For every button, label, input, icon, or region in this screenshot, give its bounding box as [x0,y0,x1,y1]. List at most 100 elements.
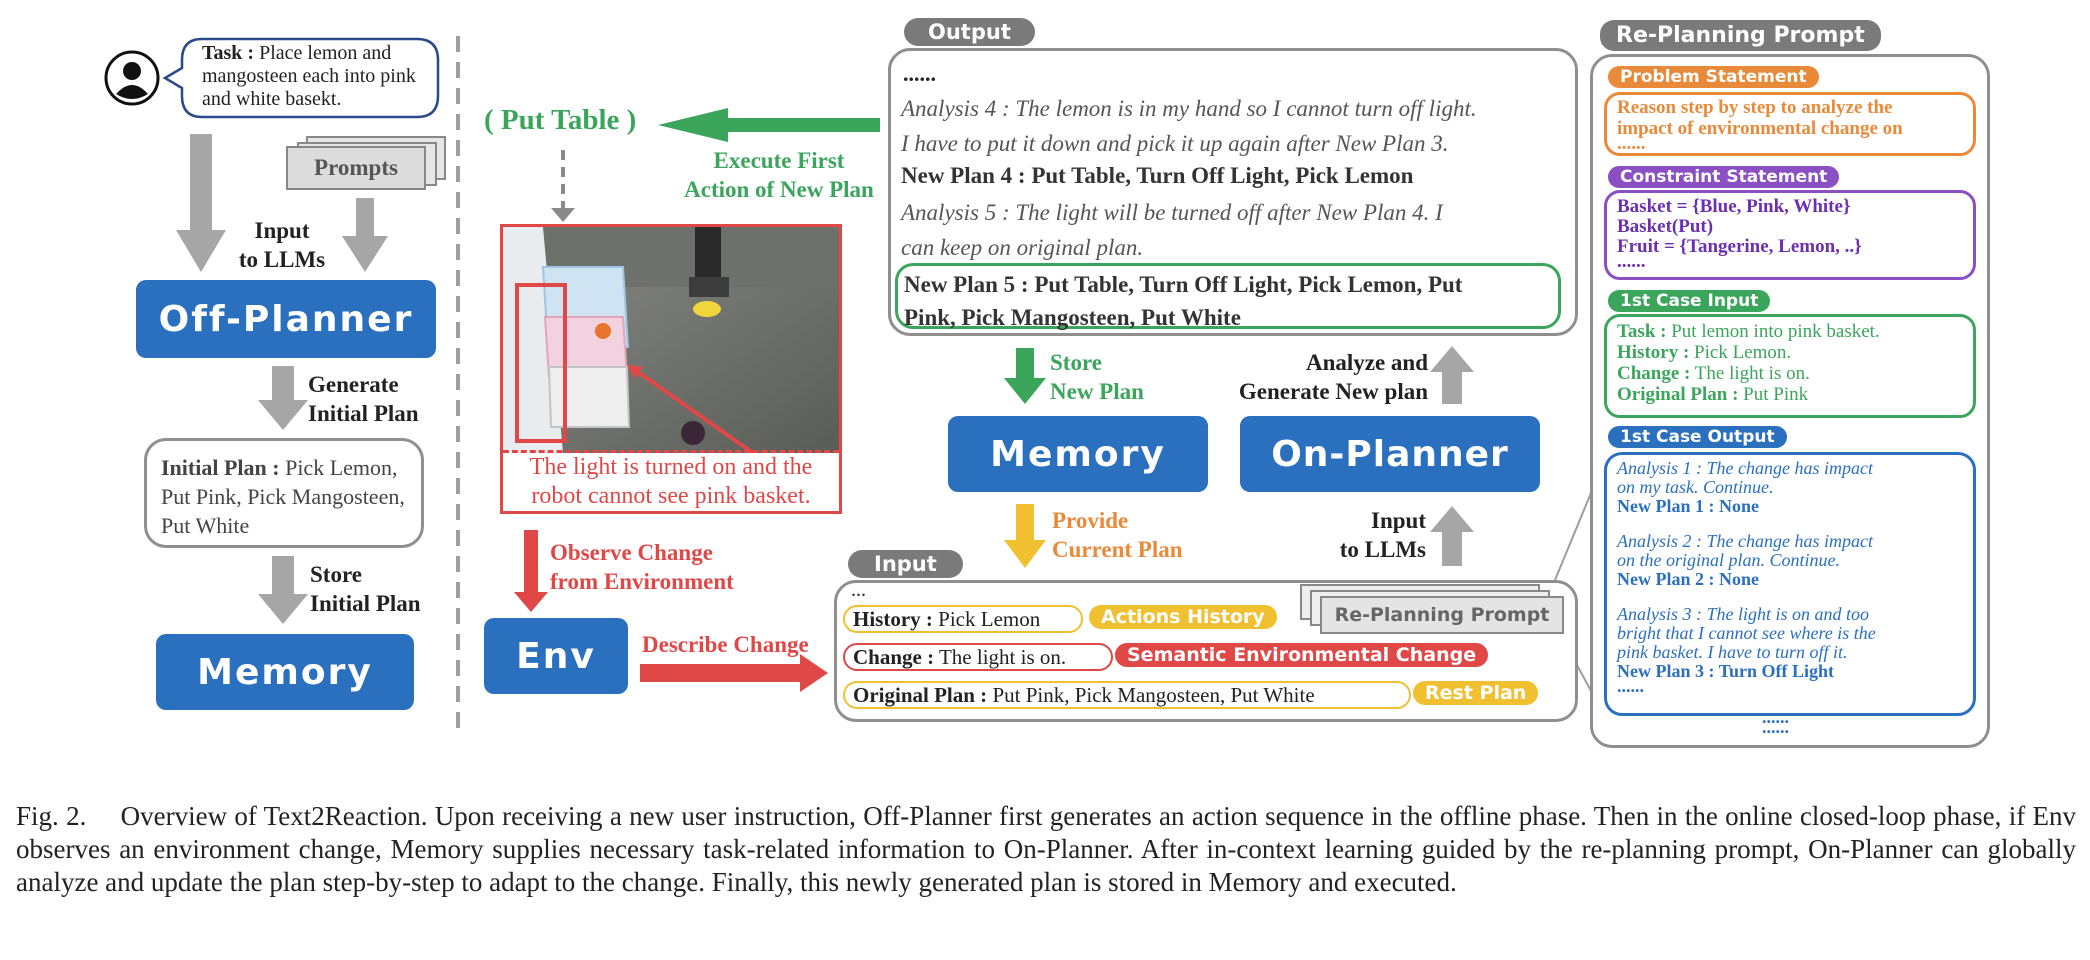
constraint-line3: Fruit = {Tangerine, Lemon, ..} [1617,236,1862,257]
new-plan-5-line1: New Plan 5 : Put Table, Turn Off Light, … [904,272,1463,297]
execute-line2: Action of New Plan [684,177,874,202]
describe-change-label: Describe Change [642,632,809,657]
ci-original-label: Original Plan : [1617,384,1739,405]
bottom-dots-2: ...... [1762,717,1789,737]
execute-first-action-label: Execute First Action of New Plan [676,146,882,204]
problem-line1: Reason step by step to analyze the [1617,97,1893,118]
task-bubble-shape [162,37,440,119]
output-panel: ...... Analysis 4 : The lemon is in my h… [888,48,1578,336]
store-line2: Initial Plan [310,591,421,616]
arrow-store-initial-plan [258,556,308,624]
scene-caption-line2: robot cannot see pink basket. [531,483,811,509]
co-plan3: New Plan 3 : Turn Off Light [1617,661,1835,681]
co-analysis1-line1: Analysis 1 : The change has impact [1617,458,1873,478]
arrow-onplanner-to-output [1430,346,1474,404]
scene-drawing [503,227,839,453]
ci-original-text: Put Pink [1743,384,1809,405]
input-dots: ... [851,579,866,601]
task-label: Task : [202,42,255,64]
ci-history-label: History : [1617,342,1690,363]
analysis-4: Analysis 4 : The lemon is in my hand so … [901,91,1477,161]
change-text: The light is on. [938,645,1067,669]
co-analysis3-line2: bright that I cannot see where is the [1617,623,1876,643]
original-plan-label: Original Plan : [853,683,988,707]
case-input-tag: 1st Case Input [1608,290,1771,312]
store-new-line1: Store [1050,350,1102,375]
figure-caption: Fig. 2. Overview of Text2Reaction. Upon … [16,801,2076,897]
generate-initial-plan-label: Generate Initial Plan [308,370,419,428]
constraint-line4: ...... [1617,251,1646,272]
history-text: Pick Lemon [938,607,1041,631]
on-planner-box: On-Planner [1240,416,1540,492]
co-analysis3-line3: pink basket. I have to turn off it. [1617,642,1848,662]
generate-line1: Generate [308,372,399,397]
arrow-task-to-offplanner [176,134,226,272]
off-planner-box: Off-Planner [136,280,436,358]
arrow-observe-change [514,530,548,612]
input-llms-line2: to LLMs [238,247,326,272]
co-analysis1-line2: on my task. Continue. [1617,477,1774,497]
constraint-statement-box: Basket = {Blue, Pink, White} Basket(Put)… [1604,190,1976,280]
observe-line2: from Environment [550,569,734,594]
problem-line2: impact of environmental change on [1617,118,1903,139]
replanning-title-tag: Re-Planning Prompt [1600,20,1881,51]
input-title-tag: Input [848,550,963,578]
case-input-box: Task : Put lemon into pink basket. Histo… [1604,314,1976,418]
analysis-5: Analysis 5 : The light will be turned of… [901,195,1443,265]
analyze-line2: Generate New plan [1238,379,1428,404]
arrow-execute-first-action [658,108,880,142]
semantic-change-tag: Semantic Environmental Change [1115,643,1489,667]
co-plan1: New Plan 1 : None [1617,496,1759,516]
replanning-bottom-dots: ...... ...... [1762,707,1789,737]
robot-scene-image: The light is turned on and the robot can… [500,224,842,514]
scene-caption-line1: The light is turned on and the [529,454,813,480]
analysis-4-line1: Analysis 4 : The lemon is in my hand so … [901,96,1477,121]
bottom-dots-1: ...... [1762,707,1789,727]
arrow-input-to-onplanner [1430,506,1474,566]
co-analysis2-line2: on the original plan. Continue. [1617,550,1840,570]
arrow-provide-current-plan [1004,504,1046,568]
observe-line1: Observe Change [550,540,713,565]
env-box: Env [484,618,628,694]
ci-task-text: Put lemon into pink basket. [1671,321,1880,342]
provide-current-plan-label: Provide Current Plan [1052,506,1183,564]
input-to-llms-online-label: Input to LLMs [1316,506,1426,564]
constraint-line2: Basket(Put) [1617,216,1714,237]
scene-caption: The light is turned on and the robot can… [503,453,839,511]
initial-plan-box: Initial Plan : Pick Lemon, Put Pink, Pic… [144,438,424,548]
provide-line2: Current Plan [1052,537,1183,562]
rest-plan-tag: Rest Plan [1413,681,1539,705]
analyze-generate-label: Analyze and Generate New plan [1206,348,1428,406]
arrow-prompts-to-offplanner [342,198,388,272]
original-plan-text: Put Pink, Pick Mangosteen, Put White [992,683,1315,707]
input-llms-line1: Input [254,218,310,243]
analysis-5-line1: Analysis 5 : The light will be turned of… [901,200,1443,225]
change-label: Change : [853,645,935,669]
actions-history-tag: Actions History [1089,605,1277,629]
constraint-statement-tag: Constraint Statement [1608,166,1840,188]
new-plan-5: New Plan 5 : Put Table, Turn Off Light, … [895,263,1561,330]
initial-plan-text: Pick Lemon, Put Pink, Pick Mangosteen, P… [161,455,405,538]
output-dots: ...... [903,61,936,86]
input-to-llms-label: Input to LLMs [232,216,332,274]
case-output-box: Analysis 1 : The change has impact on my… [1604,452,1976,716]
problem-line3: ...... [1617,133,1646,154]
co-plan2: New Plan 2 : None [1617,569,1759,589]
case-output-tag: 1st Case Output [1608,426,1787,448]
task-text: Place lemon and mangosteen each into pin… [202,42,416,110]
dashed-arrow-head [551,208,575,222]
analysis-4-line2: I have to put it down and pick it up aga… [901,131,1449,156]
replanning-prompt-card: Re-Planning Prompt [1320,596,1564,634]
co-dots: ...... [1617,676,1644,696]
ci-change-text: The light is on. [1694,363,1810,384]
arrow-store-new-plan [1004,348,1046,404]
ci-task-label: Task : [1617,321,1667,342]
history-row: History : Pick Lemon [843,605,1083,633]
original-plan-row: Original Plan : Put Pink, Pick Mangostee… [843,681,1411,709]
store-new-line2: New Plan [1050,379,1144,404]
arrow-generate-initial-plan [258,366,308,430]
analysis-5-line2: can keep on original plan. [901,235,1144,260]
store-initial-plan-label: Store Initial Plan [310,560,421,618]
execute-line1: Execute First [713,148,845,173]
user-avatar-icon [104,50,160,106]
